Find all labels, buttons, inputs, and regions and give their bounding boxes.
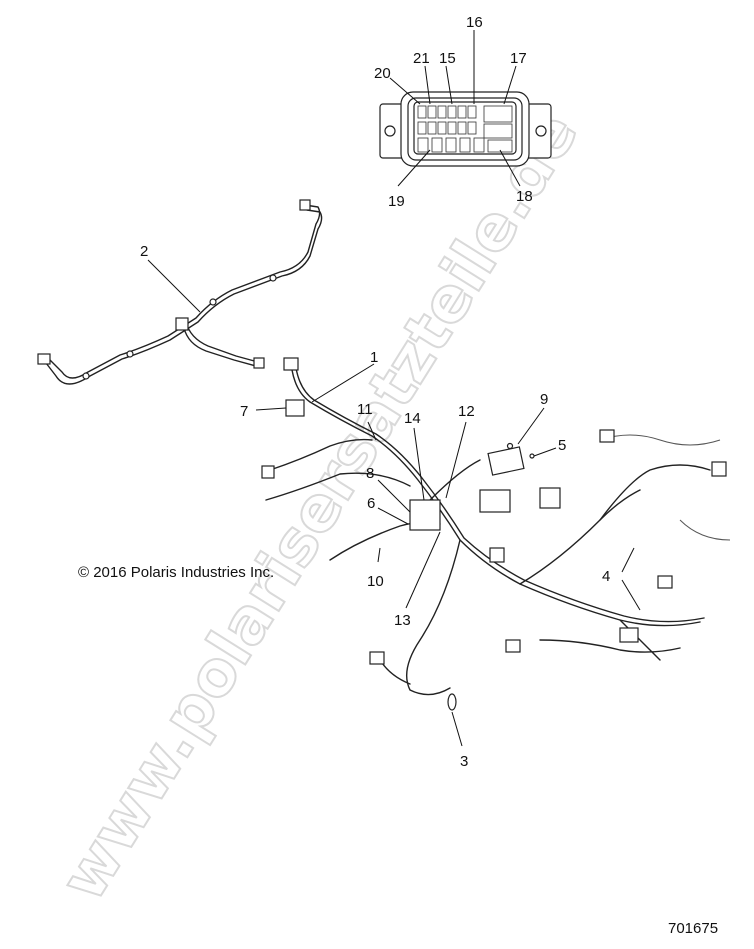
callout-16: 16 [466, 14, 483, 31]
callout-5: 5 [558, 437, 566, 454]
callout-12: 12 [458, 403, 475, 420]
fuse-box [379, 91, 552, 167]
fuse-slots [417, 105, 513, 153]
callout-1: 1 [370, 349, 378, 366]
callout-11: 11 [357, 401, 373, 418]
module-5 [487, 442, 535, 476]
callout-4: 4 [602, 568, 610, 585]
connector-7 [285, 399, 305, 417]
callout-3: 3 [460, 753, 468, 770]
harness-2 [37, 199, 323, 385]
callout-8: 8 [366, 465, 374, 482]
callout-21: 21 [413, 50, 430, 67]
callout-labels: 16 21 15 17 20 19 18 2 1 7 11 14 12 9 5 … [140, 14, 610, 770]
callout-10: 10 [367, 573, 384, 590]
diagram-part-number: 701675 [668, 920, 718, 937]
callout-19: 19 [388, 193, 405, 210]
callout-14: 14 [404, 410, 421, 427]
main-harness [261, 357, 731, 696]
callout-9: 9 [540, 391, 548, 408]
callout-17: 17 [510, 50, 527, 67]
grommet-3 [447, 693, 457, 711]
leader-lines [147, 30, 641, 747]
callout-15: 15 [439, 50, 456, 67]
callout-20: 20 [374, 65, 391, 82]
callout-18: 18 [516, 188, 533, 205]
callout-13: 13 [394, 612, 411, 629]
callout-2: 2 [140, 243, 148, 260]
callout-7: 7 [240, 403, 248, 420]
callout-6: 6 [367, 495, 375, 512]
copyright-notice: © 2016 Polaris Industries Inc. [78, 564, 274, 581]
